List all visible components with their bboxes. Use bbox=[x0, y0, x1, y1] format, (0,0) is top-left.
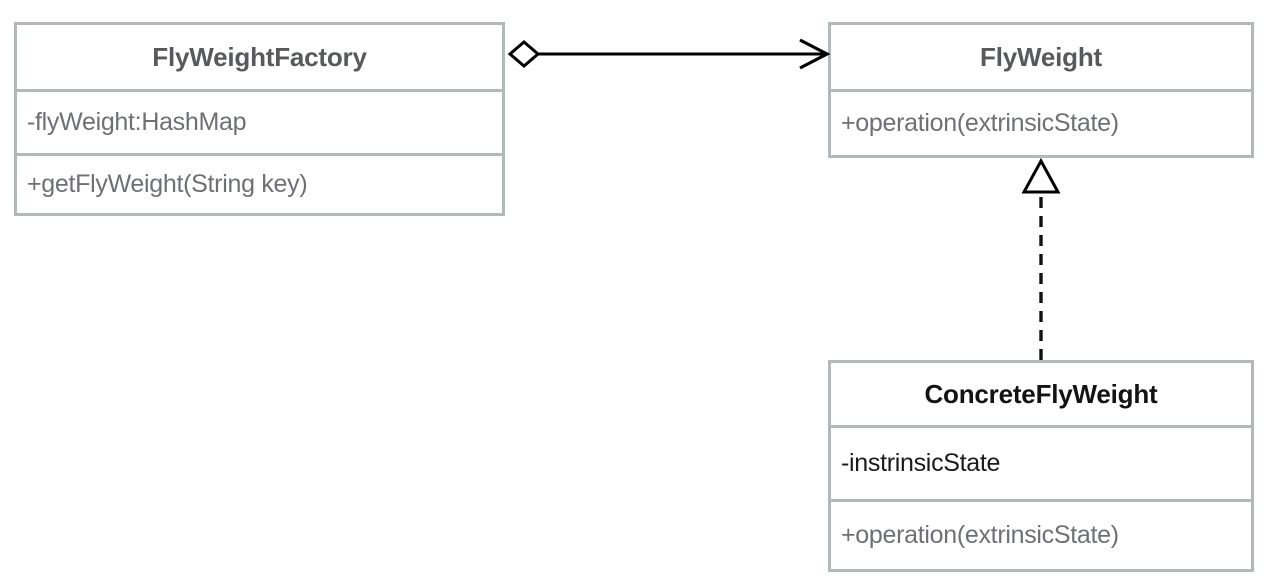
class-attributes-compartment: -flyWeight:HashMap bbox=[17, 89, 502, 153]
operation-getflyweight: +getFlyWeight(String key) bbox=[27, 170, 308, 198]
attribute-flyweight-hashmap: -flyWeight:HashMap bbox=[27, 108, 247, 136]
class-operations-compartment: +operation(extrinsicState) bbox=[831, 499, 1251, 569]
class-box-flyweight[interactable]: FlyWeight +operation(extrinsicState) bbox=[828, 22, 1254, 158]
class-name-concreteflyweight: ConcreteFlyWeight bbox=[924, 378, 1158, 409]
class-box-concreteflyweight[interactable]: ConcreteFlyWeight -instrinsicState +oper… bbox=[828, 360, 1254, 572]
class-box-flyweightfactory[interactable]: FlyWeightFactory -flyWeight:HashMap +get… bbox=[14, 22, 505, 216]
class-title-compartment: FlyWeight bbox=[831, 25, 1251, 89]
operation-operation-extrinsicstate: +operation(extrinsicState) bbox=[841, 109, 1119, 137]
class-title-compartment: ConcreteFlyWeight bbox=[831, 363, 1251, 425]
hollow-diamond-icon bbox=[507, 40, 541, 68]
operation-operation-extrinsicstate: +operation(extrinsicState) bbox=[841, 521, 1119, 549]
open-arrow-icon bbox=[799, 38, 831, 70]
class-name-flyweight: FlyWeight bbox=[980, 41, 1102, 72]
class-attributes-compartment: -instrinsicState bbox=[831, 425, 1251, 499]
attribute-instrinsicstate: -instrinsicState bbox=[841, 449, 1001, 477]
class-operations-compartment: +operation(extrinsicState) bbox=[831, 89, 1251, 155]
class-name-flyweightfactory: FlyWeightFactory bbox=[152, 41, 367, 72]
relationship-realization-concrete-flyweight bbox=[1021, 157, 1061, 360]
class-operations-compartment: +getFlyWeight(String key) bbox=[17, 153, 502, 213]
class-title-compartment: FlyWeightFactory bbox=[17, 25, 502, 89]
relationship-aggregation-factory-flyweight bbox=[507, 38, 831, 70]
hollow-triangle-icon bbox=[1021, 157, 1061, 194]
